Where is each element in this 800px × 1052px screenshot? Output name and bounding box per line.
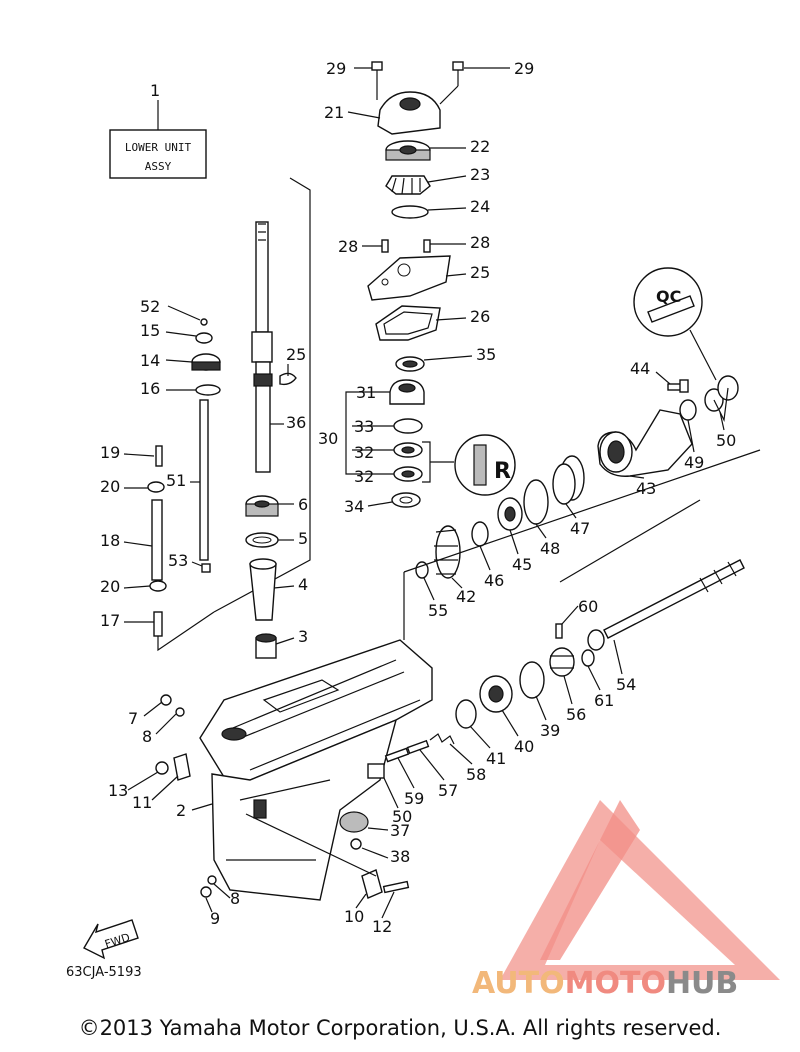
callout-39: 39 [540, 721, 560, 740]
callout-43: 43 [636, 479, 656, 498]
callout-50-label: 50 [716, 431, 736, 450]
callout-8a: 8 [142, 727, 152, 746]
callout-24: 24 [470, 197, 490, 216]
callout-3: 3 [298, 627, 308, 646]
callout-9: 9 [210, 909, 220, 928]
watermark-logo [500, 800, 780, 980]
callout-47a: 47 [570, 519, 590, 538]
callout-14: 14 [140, 351, 160, 370]
callout-32a: 32 [354, 443, 374, 462]
callout-13: 13 [108, 781, 128, 800]
callout-7: 7 [128, 709, 138, 728]
callout-2: 2 [176, 801, 186, 820]
lower-unit-assy-box: LOWER UNIT ASSY 1 [109, 81, 207, 179]
callout-21: 21 [324, 103, 344, 122]
callout-42: 42 [456, 587, 476, 606]
callout-16: 16 [140, 379, 160, 398]
callout-18: 18 [100, 531, 120, 550]
callout-28a: 28 [338, 237, 358, 256]
callout-34: 35 [476, 345, 496, 364]
callout-28b: 28 [470, 233, 490, 252]
callout-46: 46 [484, 571, 504, 590]
callout-19: 19 [100, 443, 120, 462]
callout-20a: 20 [100, 477, 120, 496]
callout-58: 57 [438, 781, 458, 800]
callout-49: 49 [684, 453, 704, 472]
callout-12: 12 [372, 917, 392, 936]
callout-51: 50 [392, 807, 412, 826]
callout-20b: 20 [100, 577, 120, 596]
callout-37: 37 [390, 821, 410, 840]
callout-4: 4 [298, 575, 308, 594]
watermark-text: AUTOMOTOHUB [472, 966, 738, 1001]
callout-38: 38 [390, 847, 410, 866]
callout-11: 11 [132, 793, 152, 812]
callout-26: 25 [470, 263, 490, 282]
callout-59: 58 [466, 765, 486, 784]
copyright-notice: ©2013 Yamaha Motor Corporation, U.S.A. A… [78, 1016, 722, 1040]
watermark-moto: MOTO [564, 966, 666, 1001]
title-line-2: ASSY [145, 160, 172, 173]
callout-15: 15 [140, 321, 160, 340]
callout-35: 34 [344, 497, 364, 516]
callout-52: 51 [166, 471, 186, 490]
callout-10: 10 [344, 907, 364, 926]
callout-36: 36 [286, 413, 306, 432]
callout-61: 60 [578, 597, 598, 616]
callout-29b: 29 [514, 59, 534, 78]
callout-1: 1 [150, 81, 160, 100]
callout-23: 23 [470, 165, 490, 184]
callout-53: 52 [140, 297, 160, 316]
callout-25-label: 25 [286, 345, 306, 364]
callout-33: 33 [354, 417, 374, 436]
callout-57: 56 [566, 705, 586, 724]
propeller-shaft-group: QC [384, 267, 761, 763]
svg-text:R: R [494, 459, 511, 484]
callout-31: 31 [356, 383, 376, 402]
title-line-1: LOWER UNIT [125, 141, 192, 154]
callout-56: 55 [428, 601, 448, 620]
drive-shaft-group [147, 177, 311, 659]
callout-62: 61 [594, 691, 614, 710]
callout-41: 41 [486, 749, 506, 768]
diagram-code: 63CJA-5193 [66, 965, 142, 980]
callout-22: 22 [470, 137, 490, 156]
callout-30: 30 [318, 429, 338, 448]
callout-32b: 32 [354, 467, 374, 486]
callout-55: 54 [616, 675, 636, 694]
watermark-auto: AUTO [472, 966, 565, 1001]
callout-60: 59 [404, 789, 424, 808]
callout-27: 26 [470, 307, 490, 326]
callout-44: 44 [630, 359, 650, 378]
callout-48: 48 [540, 539, 560, 558]
callout-5: 5 [298, 529, 308, 548]
callout-54: 53 [168, 551, 188, 570]
callout-45: 45 [512, 555, 532, 574]
callout-17: 17 [100, 611, 120, 630]
watermark-hub: HUB [665, 966, 739, 1001]
callout-40: 40 [514, 737, 534, 756]
callout-8b: 8 [230, 889, 240, 908]
callout-29a: 29 [326, 59, 346, 78]
water-pump-group: R [345, 61, 516, 508]
callout-labels: 29 29 21 22 23 24 28 28 25 26 35 31 33 3… [66, 59, 736, 980]
lower-case: FWD [83, 639, 433, 960]
callout-6: 6 [298, 495, 308, 514]
fwd-arrow-icon: FWD [83, 919, 139, 960]
svg-text:QC: QC [656, 287, 681, 306]
